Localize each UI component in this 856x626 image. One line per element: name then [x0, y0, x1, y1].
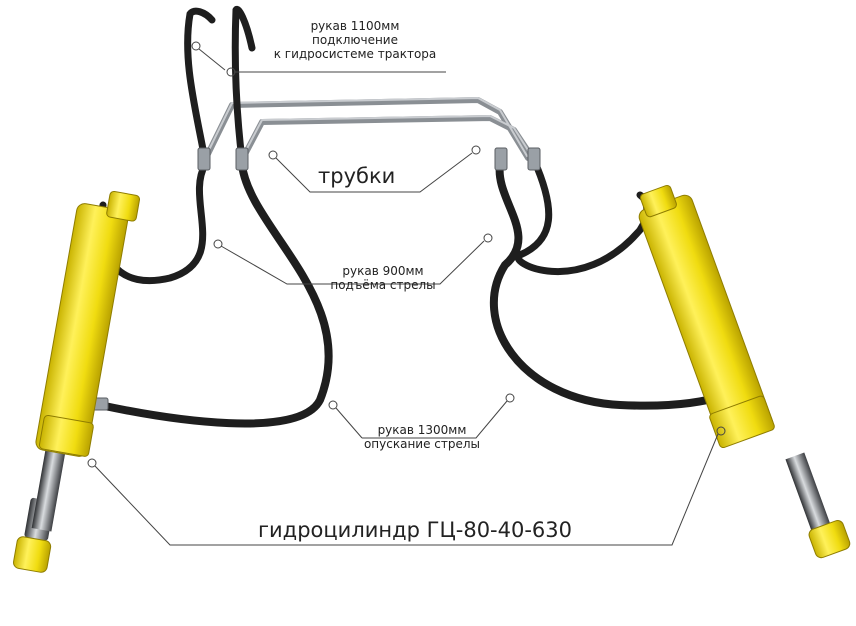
label-hose-900-line1: рукав 900мм	[342, 264, 424, 278]
label-hose-1100-line3: к гидросистеме трактора	[273, 46, 437, 61]
label-cylinder: гидроцилиндр ГЦ-80-40-630	[258, 518, 573, 542]
label-hose-1100-line1: рукав 1100мм	[310, 19, 400, 33]
steel-tubes	[202, 97, 537, 163]
lowering-hoses	[96, 161, 732, 428]
left-cylinder	[13, 190, 141, 573]
tractor-hoses	[184, 5, 256, 164]
label-hose-1100-line2: подключение	[311, 32, 398, 47]
right-cylinder	[638, 184, 851, 559]
label-hose-1300: рукав 1300мм опускание стрелы	[352, 423, 492, 452]
label-tubes: трубки	[318, 164, 396, 188]
label-hose-1100: рукав 1100мм подключение к гидросистеме …	[262, 19, 448, 61]
label-hose-1300-line2: опускание стрелы	[363, 436, 481, 451]
label-hose-900-line2: подъёма стрелы	[330, 277, 436, 292]
label-hose-1300-line1: рукав 1300мм	[377, 423, 467, 437]
callout-leaders	[87, 41, 726, 546]
label-hose-900: рукав 900мм подъёма стрелы	[318, 264, 448, 293]
